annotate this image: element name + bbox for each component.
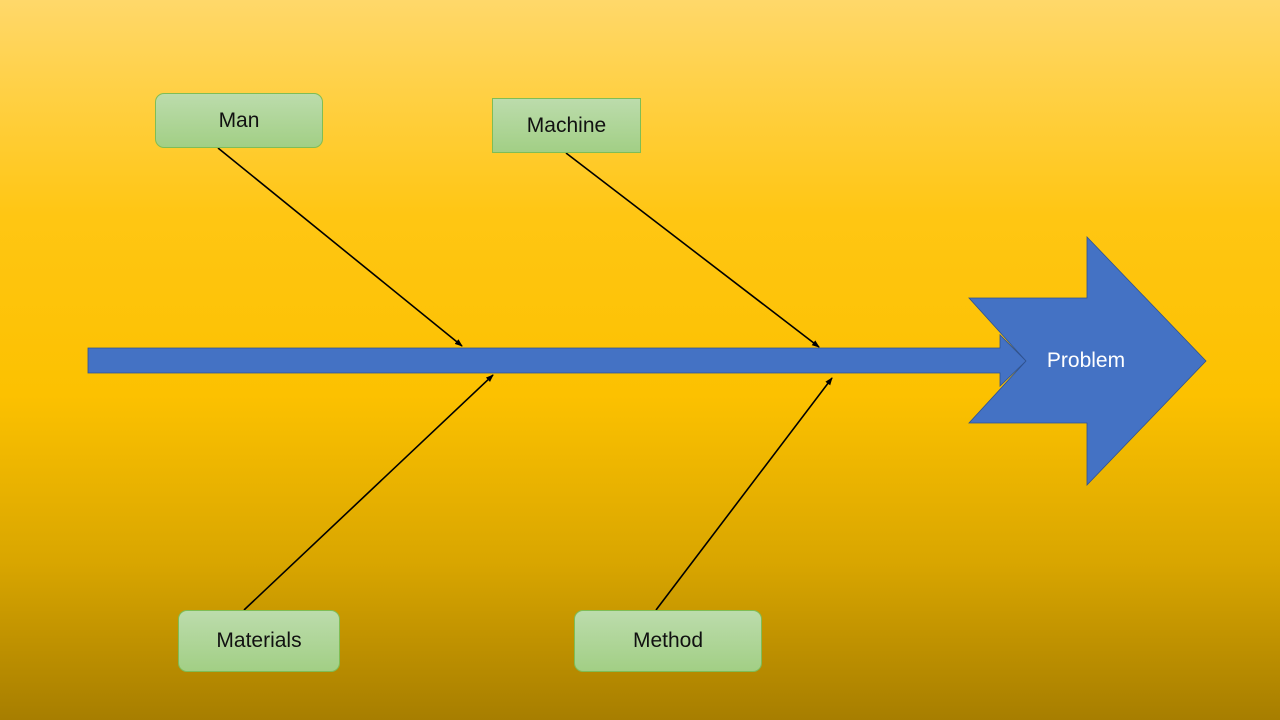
cause-man-box: Man [155,93,323,148]
connector-man [217,147,463,347]
problem-label: Problem [1046,349,1126,372]
cause-man-label: Man [218,108,260,132]
cause-materials-box: Materials [178,610,340,672]
problem-arrow [968,236,1207,486]
cause-machine-box: Machine [492,98,641,153]
cause-method-label: Method [632,629,704,652]
cause-machine-label: Machine [526,113,607,137]
cause-method-box: Method [574,610,762,672]
cause-materials-label: Materials [216,629,302,652]
connector-materials [243,374,494,611]
spine-arrow [87,334,1027,387]
connector-method [655,377,833,611]
connector-machine [565,152,820,348]
